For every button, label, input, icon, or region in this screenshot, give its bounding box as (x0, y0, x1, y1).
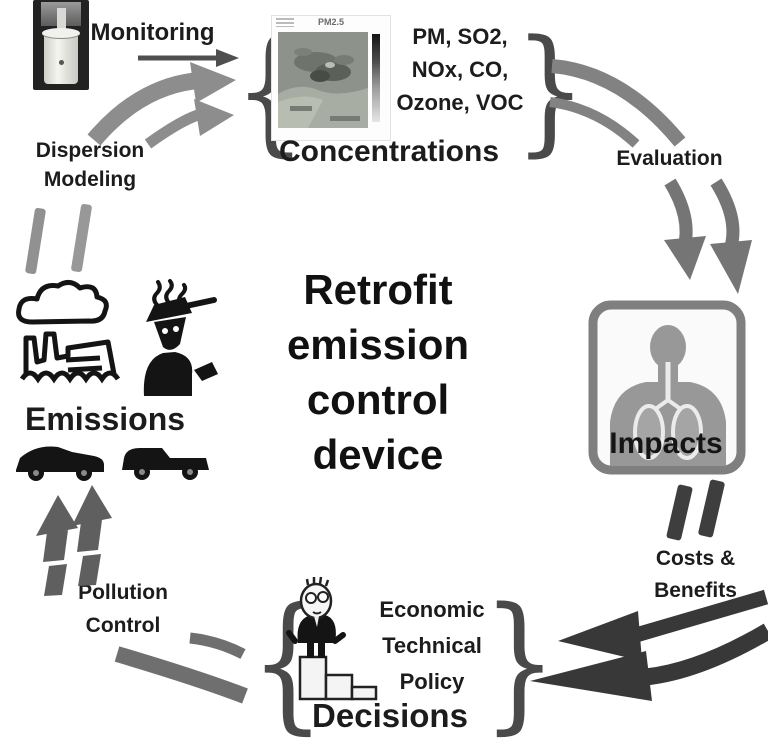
pollution-control-up-arrow-icon (36, 485, 112, 596)
center-title: Retrofit emission control device (258, 262, 498, 482)
dispersion-modeling-arrow-icon (87, 62, 236, 149)
center-title-line: control (306, 376, 450, 423)
pm25-map-thumbnail: PM2.5 (272, 16, 390, 140)
criteria-line: Economic (379, 597, 485, 622)
businessman-on-podium-icon (286, 576, 378, 701)
human-respiratory-icon (610, 325, 726, 466)
pollutant-line: PM, SO2, (412, 24, 508, 49)
center-title-line: device (312, 431, 444, 478)
emissions-label: Emissions (24, 401, 186, 437)
pollutant-list: PM, SO2, NOx, CO, Ozone, VOC (392, 20, 528, 119)
decision-criteria-list: Economic Technical Policy (362, 592, 502, 700)
pollutant-line: Ozone, VOC (396, 90, 524, 115)
monitoring-arrow-icon (138, 49, 239, 67)
center-title-line: Retrofit (303, 266, 453, 313)
pollutant-line: NOx, CO, (411, 57, 509, 82)
cycle-dash-icon (697, 479, 726, 538)
evaluation-down-arrow-icon (664, 178, 752, 294)
impacts-label: Impacts (609, 427, 723, 460)
sedan-car-icon (16, 446, 104, 481)
cycle-dash-icon (70, 203, 93, 273)
pollution-control-label-line2: Control (85, 614, 161, 637)
smoking-grill-person-icon (143, 279, 218, 396)
criteria-line: Policy (399, 669, 465, 694)
map-colorbar (372, 34, 380, 122)
criteria-line: Technical (382, 633, 482, 658)
map-legend-marks (276, 18, 294, 27)
factory-smoke-icon (16, 280, 121, 384)
concentrations-label: Concentrations (278, 135, 500, 168)
device-inlet-tube (57, 8, 66, 30)
decisions-label: Decisions (312, 697, 468, 734)
pollution-control-label-line1: Pollution (78, 581, 168, 604)
decisions-close-brace: } (482, 576, 558, 748)
monitoring-label: Monitoring (90, 19, 215, 46)
cycle-dash-icon (666, 484, 693, 541)
costs-benefits-label-line1: Costs & (655, 547, 736, 570)
dispersion-modeling-label-line2: Modeling (43, 168, 137, 191)
pickup-truck-icon (122, 448, 209, 480)
costs-benefits-label-line2: Benefits (654, 579, 737, 602)
dispersion-modeling-label-line1: Dispersion (35, 139, 145, 162)
monitoring-device-photo (33, 0, 89, 90)
costs-benefits-arrow-icon (530, 589, 768, 701)
cycle-dash-icon (24, 207, 47, 275)
device-canister-lid (42, 28, 80, 38)
evaluation-label: Evaluation (616, 147, 723, 170)
device-canister (44, 32, 78, 84)
impacts-box (588, 300, 746, 475)
map-title: PM2.5 (317, 17, 344, 27)
decisions-arc-icon (114, 632, 248, 704)
concentrations-close-brace: } (514, 10, 587, 170)
evaluation-arc-icon (549, 59, 686, 148)
device-port-dot (59, 60, 64, 65)
map-body (278, 32, 368, 128)
center-title-line: emission (286, 321, 470, 368)
